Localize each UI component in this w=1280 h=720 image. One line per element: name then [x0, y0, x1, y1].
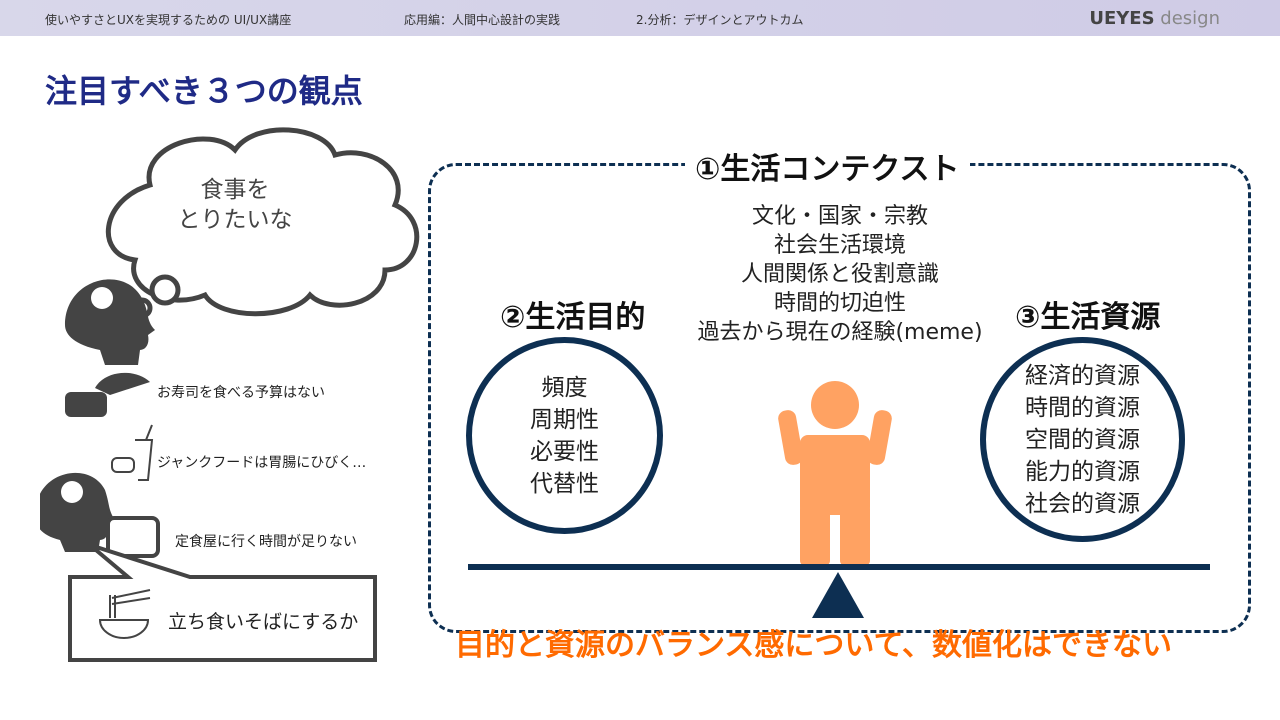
context-label: ①生活コンテクスト — [685, 144, 970, 188]
context-item: 人間関係と役割意識 — [740, 262, 939, 287]
resource-item: 社会的資源 — [1025, 490, 1140, 517]
course-title: 使いやすさとUXを実現するための UI/UX講座 — [45, 13, 292, 27]
decision-text: 立ち食いそばにするか — [168, 611, 359, 633]
thought-cloud-icon — [105, 127, 420, 319]
purpose-circle: 頻度 周期性 必要性 代替性 — [466, 337, 663, 534]
context-item: 社会生活環境 — [773, 233, 906, 258]
consideration-set-meal: 定食屋に行く時間が足りない — [175, 534, 357, 550]
resource-item: 空間的資源 — [1025, 426, 1140, 453]
thought-illustration — [40, 127, 420, 662]
set-meal-icon — [106, 516, 160, 558]
logo: UEYES design — [1089, 8, 1220, 29]
resources-circle: 経済的資源 時間的資源 空間的資源 能力的資源 社会的資源 — [980, 337, 1185, 542]
conclusion-text: 目的と資源のバランス感について、数値化はできない — [455, 628, 1172, 663]
context-list: 文化・国家・宗教 社会生活環境 人間関係と役割意識 時間的切迫性 過去から現在の… — [640, 202, 1040, 347]
header-bar: 使いやすさとUXを実現するための UI/UX講座 応用編：人間中心設計の実践 2… — [0, 0, 1280, 36]
balance-beam — [468, 564, 1210, 570]
purpose-item: 周期性 — [530, 406, 599, 433]
resource-item: 経済的資源 — [1025, 362, 1140, 389]
purpose-label: ②生活目的 — [500, 300, 646, 335]
context-item: 時間的切迫性 — [773, 291, 906, 316]
resource-item: 能力的資源 — [1025, 458, 1140, 485]
head-lightbulb-icon — [65, 279, 155, 365]
purpose-item: 代替性 — [530, 470, 599, 497]
page-title: 注目すべき３つの観点 — [45, 72, 363, 110]
consideration-sushi: お寿司を食べる予算はない — [157, 385, 325, 401]
chapter-title: 2.分析：デザインとアウトカム — [636, 13, 804, 27]
resource-item: 時間的資源 — [1025, 394, 1140, 421]
context-item: 文化・国家・宗教 — [751, 204, 928, 229]
fulcrum-triangle-icon — [812, 572, 864, 618]
head-lightbulb-icon-2 — [40, 472, 115, 552]
consideration-junkfood: ジャンクフードは胃腸にひびく… — [157, 455, 367, 471]
purpose-item: 頻度 — [541, 374, 588, 401]
thought-line: 食事を — [200, 177, 270, 203]
person-icon — [778, 381, 892, 565]
context-item: 過去から現在の経験(meme) — [697, 320, 983, 345]
burger-drink-icon — [111, 424, 154, 481]
thought-line: とりたいな — [177, 207, 293, 233]
thought-text: 食事を とりたいな — [145, 175, 325, 235]
resources-label: ③生活資源 — [1015, 300, 1161, 335]
section-title: 応用編：人間中心設計の実践 — [404, 13, 561, 27]
speech-bubble — [68, 543, 377, 662]
sushi-icon — [65, 372, 150, 417]
noodle-bowl-icon — [98, 589, 151, 639]
purpose-item: 必要性 — [530, 438, 599, 465]
